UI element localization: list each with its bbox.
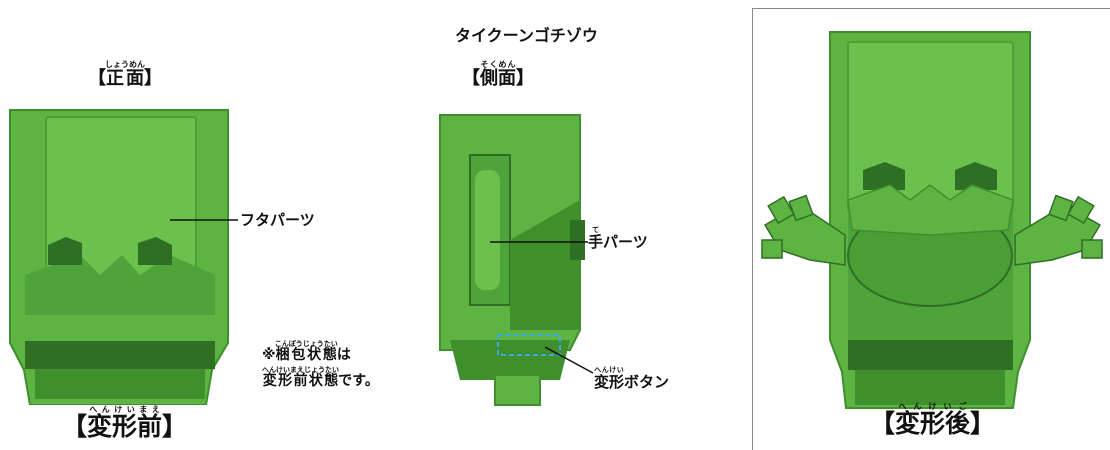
side-view-heading: 【側面そくめん】 — [462, 60, 534, 89]
transform-button-leader-line — [545, 346, 594, 374]
front-view-heading: 【正面しょうめん】 — [88, 60, 162, 89]
packaging-note: ※梱包状態こんぽうじょうたいは 変形前状態へんけいまえじょうたいです。 — [262, 340, 379, 389]
front-view-toy-illustration — [9, 109, 229, 405]
lid-parts-label: フタパーツ — [240, 211, 315, 229]
after-transform-panel — [752, 8, 1110, 450]
after-transform-toy-illustration — [761, 31, 1103, 409]
hand-parts-leader-line — [490, 241, 588, 243]
lid-parts-leader-line — [170, 219, 238, 221]
side-view-toy-illustration — [439, 114, 585, 406]
before-transform-heading: 【変形前へんけいまえ】 — [62, 405, 188, 441]
page-title: タイクーンゴチゾウ — [455, 26, 598, 45]
hand-parts-label: 手てパーツ — [588, 226, 648, 251]
after-transform-heading: 【変形後へんけいご】 — [870, 402, 996, 438]
transform-button-label: 変形へんけいボタン — [594, 366, 670, 391]
